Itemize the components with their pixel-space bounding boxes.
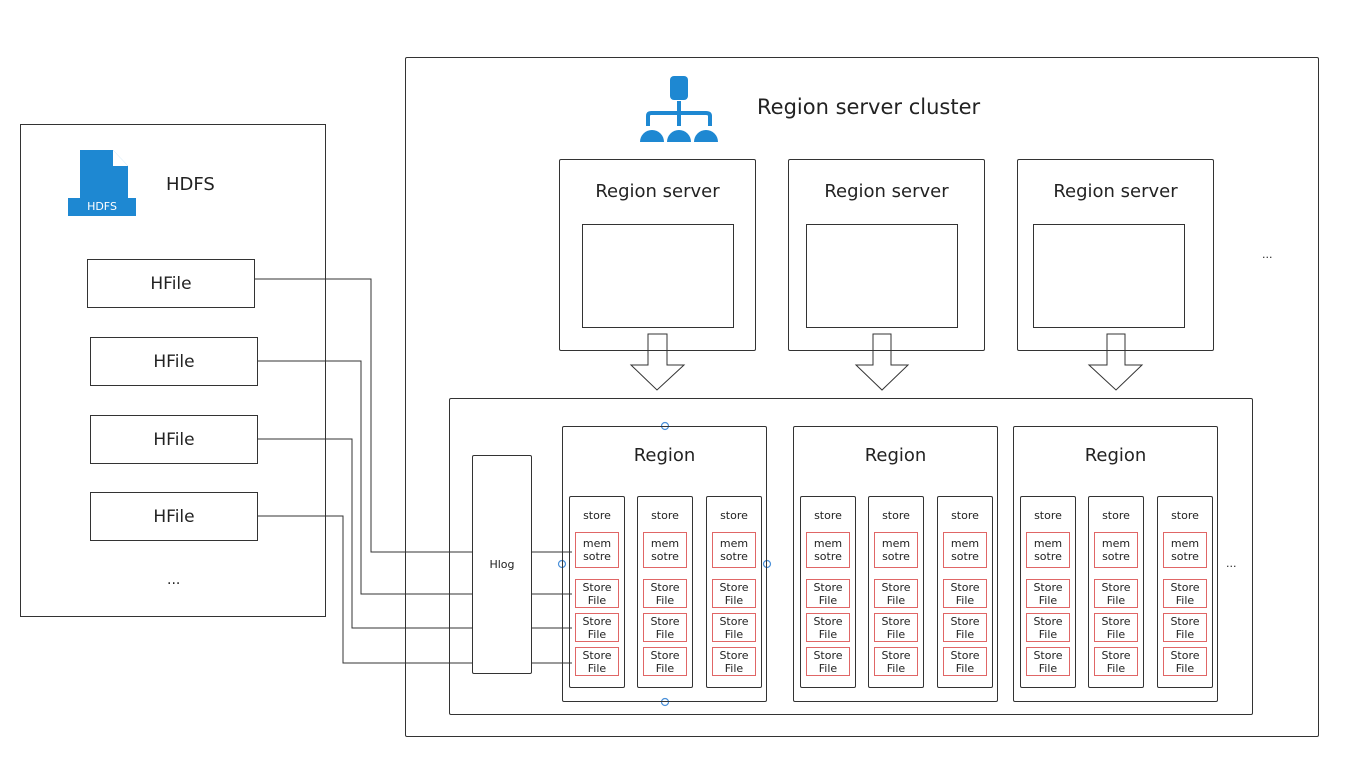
memstore-cell[interactable]: mem sotre	[712, 532, 756, 568]
store-label: store	[1171, 509, 1199, 522]
region-title: Region	[1084, 445, 1147, 466]
memstore-cell[interactable]: mem sotre	[1026, 532, 1070, 568]
region-title: Region	[633, 445, 696, 466]
hdfs-more: ...	[167, 572, 181, 588]
hlog-box[interactable]: Hlog	[472, 455, 532, 674]
memstore-cell[interactable]: mem sotre	[643, 532, 687, 568]
region-server-3[interactable]	[1017, 159, 1214, 351]
store-box[interactable]	[937, 496, 993, 688]
hdfs-file-icon	[68, 150, 136, 216]
storefile-cell[interactable]: Store File	[1026, 647, 1070, 676]
cluster-panel	[405, 57, 1319, 737]
store-box[interactable]	[706, 496, 762, 688]
region-server-title: Region server	[595, 181, 720, 202]
storefile-cell[interactable]: Store File	[643, 647, 687, 676]
region-3[interactable]	[1013, 426, 1218, 702]
cluster-more: ...	[1262, 248, 1273, 261]
cluster-hierarchy-icon	[640, 76, 718, 142]
storefile-cell[interactable]: Store File	[943, 647, 987, 676]
storefile-cell[interactable]: Store File	[1163, 647, 1207, 676]
memstore-cell[interactable]: mem sotre	[1094, 532, 1138, 568]
region-server-1[interactable]	[559, 159, 756, 351]
store-box[interactable]	[868, 496, 924, 688]
store-label: store	[720, 509, 748, 522]
storefile-cell[interactable]: Store File	[943, 613, 987, 642]
storefile-cell[interactable]: Store File	[1094, 613, 1138, 642]
memstore-cell[interactable]: mem sotre	[874, 532, 918, 568]
storefile-cell[interactable]: Store File	[643, 613, 687, 642]
region-server-title: Region server	[824, 181, 949, 202]
storefile-cell[interactable]: Store File	[712, 579, 756, 608]
down-arrow-1	[629, 333, 686, 391]
storefile-cell[interactable]: Store File	[1026, 613, 1070, 642]
memstore-cell[interactable]: mem sotre	[1163, 532, 1207, 568]
store-box[interactable]	[800, 496, 856, 688]
storefile-cell[interactable]: Store File	[1094, 647, 1138, 676]
storefile-cell[interactable]: Store File	[943, 579, 987, 608]
hlog-label: Hlog	[489, 558, 515, 571]
region-server-inner	[582, 224, 734, 328]
down-arrow-3	[1087, 333, 1144, 391]
hdfs-title: HDFS	[166, 174, 215, 195]
down-arrow-2	[854, 333, 910, 391]
storefile-cell[interactable]: Store File	[712, 613, 756, 642]
handle-right	[762, 559, 772, 569]
storefile-cell[interactable]: Store File	[575, 647, 619, 676]
connector-hfile-1	[255, 278, 572, 553]
region-server-title: Region server	[1053, 181, 1178, 202]
connector-hfile-2	[258, 360, 572, 595]
storefile-cell[interactable]: Store File	[874, 613, 918, 642]
region-title: Region	[864, 445, 927, 466]
store-label: store	[882, 509, 910, 522]
storefile-cell[interactable]: Store File	[1163, 613, 1207, 642]
store-box[interactable]	[1020, 496, 1076, 688]
hdfs-icon-label: HDFS	[87, 200, 117, 213]
store-label: store	[1102, 509, 1130, 522]
store-label: store	[951, 509, 979, 522]
store-label: store	[814, 509, 842, 522]
connector-hfile-3	[258, 438, 572, 629]
storefile-cell[interactable]: Store File	[806, 647, 850, 676]
storefile-cell[interactable]: Store File	[874, 647, 918, 676]
storefile-cell[interactable]: Store File	[712, 647, 756, 676]
storefile-cell[interactable]: Store File	[575, 613, 619, 642]
store-label: store	[583, 509, 611, 522]
store-box[interactable]	[1157, 496, 1213, 688]
hdfs-panel	[20, 124, 326, 617]
region-1[interactable]	[562, 426, 767, 702]
memstore-cell[interactable]: mem sotre	[575, 532, 619, 568]
region-server-inner	[1033, 224, 1185, 328]
connector-hfile-4	[258, 515, 572, 664]
storefile-cell[interactable]: Store File	[1094, 579, 1138, 608]
storefile-cell[interactable]: Store File	[874, 579, 918, 608]
memstore-cell[interactable]: mem sotre	[806, 532, 850, 568]
store-label: store	[1034, 509, 1062, 522]
storefile-cell[interactable]: Store File	[575, 579, 619, 608]
region-server-2[interactable]	[788, 159, 985, 351]
hfile-box-2[interactable]: HFile	[90, 337, 258, 386]
region-2[interactable]	[793, 426, 998, 702]
hfile-box-4[interactable]: HFile	[90, 492, 258, 541]
store-box[interactable]	[569, 496, 625, 688]
handle-bottom	[660, 697, 670, 707]
hfile-box-1[interactable]: HFile	[87, 259, 255, 308]
storefile-cell[interactable]: Store File	[806, 613, 850, 642]
regions-container	[449, 398, 1253, 715]
storefile-cell[interactable]: Store File	[806, 579, 850, 608]
storefile-cell[interactable]: Store File	[1163, 579, 1207, 608]
store-label: store	[651, 509, 679, 522]
storefile-cell[interactable]: Store File	[643, 579, 687, 608]
cluster-title: Region server cluster	[757, 95, 981, 119]
memstore-cell[interactable]: mem sotre	[943, 532, 987, 568]
storefile-cell[interactable]: Store File	[1026, 579, 1070, 608]
regions-more: ...	[1226, 557, 1237, 570]
region-server-inner	[806, 224, 958, 328]
hfile-box-3[interactable]: HFile	[90, 415, 258, 464]
store-box[interactable]	[1088, 496, 1144, 688]
store-box[interactable]	[637, 496, 693, 688]
